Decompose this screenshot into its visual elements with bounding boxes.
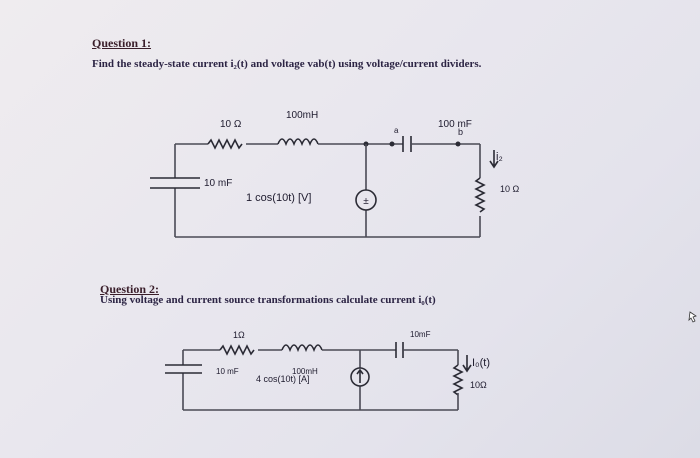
circuit-2: 1Ω 100mH 10 mF 4 cos(10t) [A] 10mF I₀(t)…: [165, 330, 490, 411]
label-r1: 1Ω: [233, 330, 245, 340]
label-source: 4 cos(10t) [A]: [256, 374, 310, 384]
capacitor-100mf: [402, 136, 412, 152]
label-r1: 10 Ω: [220, 119, 242, 130]
question-2-heading: Question 2:: [100, 282, 160, 296]
resistor-10-ohm: [452, 364, 464, 396]
label-l1: 100mH: [286, 110, 318, 121]
label-node-b: b: [458, 127, 463, 137]
current-source: [350, 367, 370, 387]
label-r-right: 10 Ω: [500, 184, 520, 194]
node-dot: [389, 141, 395, 147]
label-current: i₂: [496, 151, 503, 163]
resistor-10-ohm: [207, 138, 243, 150]
resistor-1-ohm: [219, 344, 255, 356]
inductor-100mh: [277, 138, 319, 147]
question-1-heading: Question 1:: [92, 36, 152, 50]
inductor-100mh: [281, 344, 323, 353]
voltage-source: [355, 189, 377, 211]
label-l1: 100mH: [292, 367, 318, 376]
label-c-left: 10 mF: [216, 367, 239, 376]
capacitor-10mf-left: [165, 364, 202, 374]
capacitor-10mf: [150, 177, 200, 189]
circuit-1: ± 10 Ω 100mH 10 mF 1 cos(10t) [V] a b 10…: [150, 110, 520, 238]
mouse-cursor-icon: [688, 311, 697, 323]
label-c-left: 10 mF: [204, 178, 232, 189]
source-arrow-icon: [356, 368, 364, 383]
question-1-text: Find the steady-state current i₂(t) and …: [92, 58, 482, 70]
current-arrow-icon: [489, 150, 499, 169]
label-source: 1 cos(10t) [V]: [246, 192, 311, 204]
label-c-right: 10mF: [410, 330, 431, 339]
label-r-right: 10Ω: [470, 380, 487, 390]
label-current: I₀(t): [472, 357, 490, 369]
question-2-text: Using voltage and current source transfo…: [100, 294, 436, 306]
current-arrow-icon: [462, 355, 472, 373]
label-node-a: a: [394, 126, 399, 135]
source-symbol: ±: [363, 196, 369, 207]
resistor-10-ohm-right: [474, 177, 486, 213]
node-dot: [455, 141, 461, 147]
label-c-right: 100 mF: [438, 119, 472, 130]
capacitor-10mf-right: [395, 342, 404, 358]
